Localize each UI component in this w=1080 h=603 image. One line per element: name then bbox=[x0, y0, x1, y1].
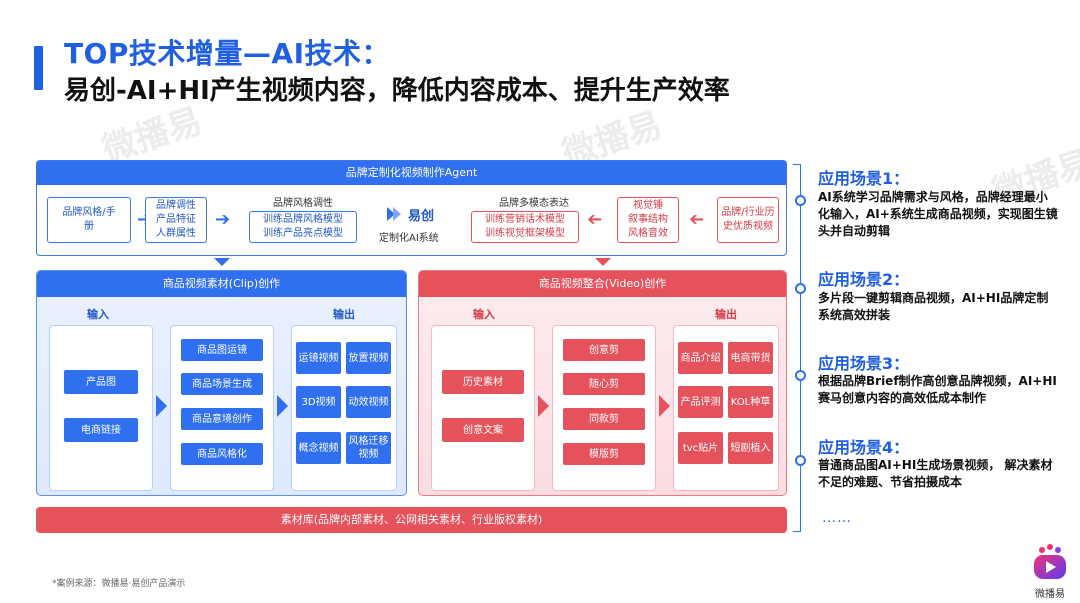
output-label: 输出 bbox=[715, 308, 737, 321]
input-label: 输入 bbox=[87, 308, 109, 321]
process-chip: 创意剪 bbox=[563, 339, 645, 361]
caption-brand-style: 品牌风格调性 bbox=[273, 198, 333, 209]
output-chip: 短剧植入 bbox=[728, 432, 773, 464]
output-chip: 风格迁移 视频 bbox=[346, 432, 391, 464]
output-chip: 放置视频 bbox=[346, 342, 391, 374]
output-chip: 3D视频 bbox=[296, 386, 341, 418]
brand-name: 易创 bbox=[408, 209, 435, 224]
input-chip: 产品图 bbox=[64, 370, 138, 394]
page-subtitle: 易创-AI+HI产生视频内容，降低内容成本、提升生产效率 bbox=[64, 76, 730, 106]
scenario-text: 普通商品图AI+HI生成场景视频， 解决素材不足的难题、节省拍摄成本 bbox=[818, 458, 1053, 489]
train-model-box: 训练品牌风格模型 训练产品亮点模型 bbox=[249, 211, 357, 243]
timeline-dot-icon bbox=[795, 195, 806, 206]
title-accent-bar bbox=[34, 46, 43, 90]
output-column: 商品介绍 电商带货 产品评测 KOL种草 tvc贴片 短剧植入 bbox=[673, 325, 779, 491]
input-chip: 历史素材 bbox=[442, 370, 524, 394]
process-chip: 商品意境创作 bbox=[181, 408, 263, 430]
scenario-text: 多片段一键剪辑商品视频，AI+HI品牌定制系统高效拼装 bbox=[818, 291, 1049, 322]
logo-text: 微播易 bbox=[1035, 589, 1065, 600]
more-ellipsis: …… bbox=[822, 510, 852, 526]
process-chip: 商品风格化 bbox=[181, 443, 263, 465]
arrow-right-icon bbox=[156, 395, 167, 417]
timeline-tick bbox=[793, 164, 801, 165]
scenario-title: 应用场景3： bbox=[818, 354, 910, 373]
clip-panel-header: 商品视频素材(Clip)创作 bbox=[37, 271, 406, 297]
brand-style-text: 品牌风格/手册 bbox=[62, 207, 116, 232]
play-logo-icon bbox=[1034, 544, 1066, 579]
weiboyi-logo: 微播易 bbox=[1028, 543, 1072, 600]
timeline-line bbox=[800, 164, 801, 532]
output-chip: 产品评测 bbox=[678, 386, 723, 418]
agent-panel-header: 品牌定制化视频制作Agent bbox=[37, 161, 786, 185]
agent-panel: 品牌定制化视频制作Agent 品牌风格/手册 ➔ 品牌调性 产品特征 人群属性 … bbox=[36, 160, 787, 256]
process-column: 创意剪 随心剪 同款剪 模版剪 bbox=[552, 325, 656, 491]
output-chip: 运镜视频 bbox=[296, 342, 341, 374]
output-chip: KOL种草 bbox=[728, 386, 773, 418]
output-chip: tvc贴片 bbox=[678, 432, 723, 464]
process-chip: 商品场景生成 bbox=[181, 373, 263, 395]
brand-style-box: 品牌风格/手册 bbox=[47, 197, 131, 243]
scenario-text: 根据品牌Brief制作高创意品牌视频，AI+HI赛马创意内容的高效低成本制作 bbox=[818, 374, 1057, 405]
input-column: 产品图 电商链接 bbox=[49, 325, 153, 491]
caption-multimodal: 品牌多模态表达 bbox=[499, 198, 569, 209]
history-video-box: 品牌/行业历 史优质视频 bbox=[717, 197, 779, 243]
down-triangle-icon bbox=[595, 258, 611, 266]
process-chip: 同款剪 bbox=[563, 408, 645, 430]
input-label: 输入 bbox=[473, 308, 495, 321]
yichuang-logo-icon bbox=[383, 204, 407, 224]
input-chip: 创意文案 bbox=[442, 418, 524, 442]
process-chip: 模版剪 bbox=[563, 443, 645, 465]
timeline-dot-icon bbox=[795, 455, 806, 466]
timeline-dot-icon bbox=[795, 283, 806, 294]
brand-tone-box: 品牌调性 产品特征 人群属性 bbox=[145, 197, 207, 243]
scenario-title: 应用场景2： bbox=[818, 270, 910, 289]
brand-subtitle: 定制化AI系统 bbox=[379, 233, 439, 244]
arrow-left-icon: ➔ bbox=[587, 209, 603, 230]
output-column: 运镜视频 放置视频 3D视频 动效视频 概念视频 风格迁移 视频 bbox=[291, 325, 397, 491]
scenario-title: 应用场景1： bbox=[818, 169, 910, 188]
arrow-right-icon: ➔ bbox=[215, 209, 231, 230]
train-marketing-box: 训练营销话术模型 训练视觉框架模型 bbox=[471, 211, 579, 243]
process-column: 商品图运镜 商品场景生成 商品意境创作 商品风格化 bbox=[170, 325, 274, 491]
page-title: TOP技术增量—AI技术： bbox=[64, 37, 391, 70]
scenario-text: AI系统学习品牌需求与风格，品牌经理最小化输入，AI+系统生成商品视频，实现图生… bbox=[818, 190, 1058, 238]
process-chip: 商品图运镜 bbox=[181, 339, 263, 361]
material-library-bar: 素材库(品牌内部素材、公网相关素材、行业版权素材) bbox=[36, 507, 787, 533]
timeline-dot-icon bbox=[795, 370, 806, 381]
timeline-tick bbox=[793, 531, 801, 532]
arrow-right-icon bbox=[277, 395, 288, 417]
visual-hammer-box: 视觉锤 叙事结构 风格音效 bbox=[617, 197, 679, 243]
output-chip: 商品介绍 bbox=[678, 342, 723, 374]
video-panel-header: 商品视频整合(Video)创作 bbox=[419, 271, 786, 297]
output-chip: 动效视频 bbox=[346, 386, 391, 418]
down-triangle-icon bbox=[214, 258, 230, 266]
output-label: 输出 bbox=[333, 308, 355, 321]
scenario-title: 应用场景4： bbox=[818, 438, 910, 457]
arrow-right-icon bbox=[659, 395, 670, 417]
arrow-left-icon: ➔ bbox=[689, 209, 705, 230]
arrow-right-icon bbox=[538, 395, 549, 417]
clip-panel: 商品视频素材(Clip)创作 输入 输出 产品图 电商链接 商品图运镜 商品场景… bbox=[36, 270, 407, 496]
video-panel: 商品视频整合(Video)创作 输入 输出 历史素材 创意文案 创意剪 随心剪 … bbox=[418, 270, 787, 496]
input-chip: 电商链接 bbox=[64, 418, 138, 442]
output-chip: 电商带货 bbox=[728, 342, 773, 374]
source-note: *案例来源：微播易·易创产品演示 bbox=[52, 579, 186, 589]
output-chip: 概念视频 bbox=[296, 432, 341, 464]
process-chip: 随心剪 bbox=[563, 373, 645, 395]
input-column: 历史素材 创意文案 bbox=[431, 325, 535, 491]
